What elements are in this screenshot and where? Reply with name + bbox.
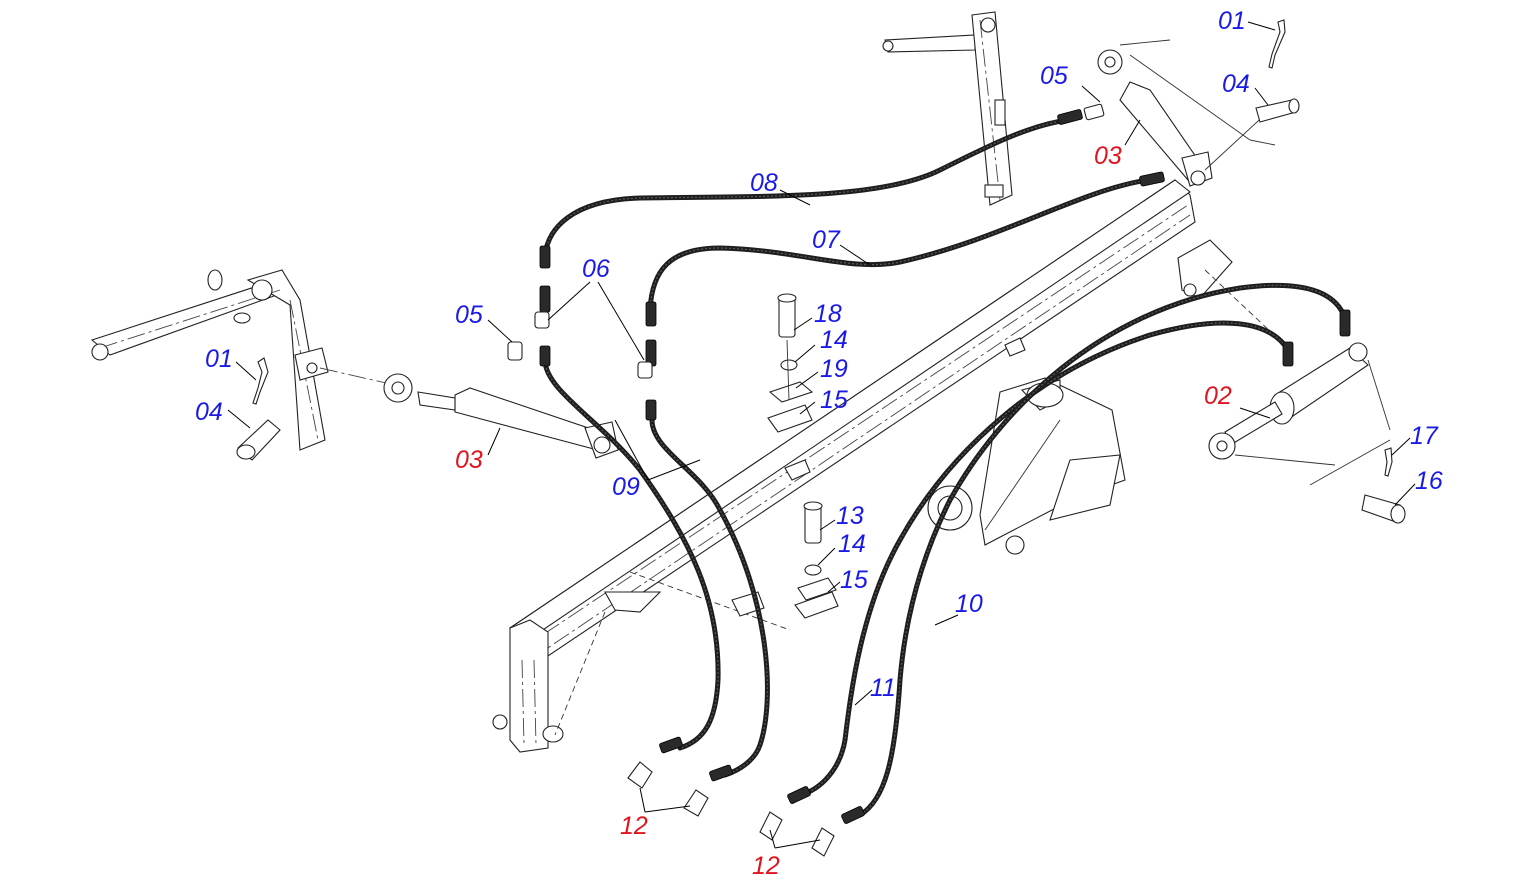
callout-16: 16 [1415,467,1443,495]
clamp-assembly-upper [767,293,814,433]
hose-07 [647,177,1151,313]
upper-clip-01 [1268,19,1286,69]
callout-08: 08 [750,169,778,197]
callout-15-lower: 15 [840,566,868,594]
callout-03-upper: 03 [1094,142,1122,170]
callout-03-left: 03 [455,446,483,474]
callout-19: 19 [820,355,848,383]
beam-clip [1004,337,1026,357]
left-cylinder-03 [383,373,619,459]
callout-01-left: 01 [205,345,233,373]
callout-17: 17 [1410,422,1439,450]
upper-arm-frame [882,11,1013,206]
right-clip-17 [1384,447,1393,477]
callout-07: 07 [812,226,841,254]
callout-02: 02 [1204,382,1232,410]
callout-11: 11 [870,674,896,702]
upper-cylinder-03 [1097,39,1276,187]
callout-06: 06 [582,255,610,283]
callout-14-upper: 14 [820,326,848,354]
clamp-assembly-lower [794,501,839,619]
callout-18: 18 [814,300,842,328]
callout-15-upper: 15 [820,386,848,414]
right-cylinder-02 [1208,342,1391,486]
quick-couplers-12 [627,761,835,857]
callout-05-upper: 05 [1040,62,1068,90]
main-beam [492,179,1291,753]
hose-09a [542,357,721,751]
left-pin-04 [236,419,281,461]
callout-04-left: 04 [195,398,223,426]
hose-fittings [507,103,1351,824]
left-arm-frame [90,269,396,451]
hose-09b [649,417,770,778]
callout-01-upper: 01 [1218,7,1246,35]
callout-12-right: 12 [752,852,780,880]
hose-10 [857,282,1348,818]
beam-clip [784,459,811,481]
callout-10: 10 [955,590,983,618]
hose-08 [542,117,1071,258]
center-mount-bracket [927,377,1126,555]
upper-pin-04 [1255,98,1300,123]
callout-14-lower: 14 [838,530,866,558]
leader-lines [227,21,1416,849]
hose-11 [797,320,1291,798]
callout-12-left: 12 [620,812,648,840]
left-clip-01 [252,357,269,405]
callout-09: 09 [612,473,640,501]
callout-05-left: 05 [455,301,483,329]
callout-13: 13 [836,502,864,530]
callout-04-upper: 04 [1222,70,1250,98]
callout-labels: 01 04 05 03 08 07 06 05 01 04 03 09 18 1… [195,7,1443,880]
right-pin-16 [1361,494,1406,524]
